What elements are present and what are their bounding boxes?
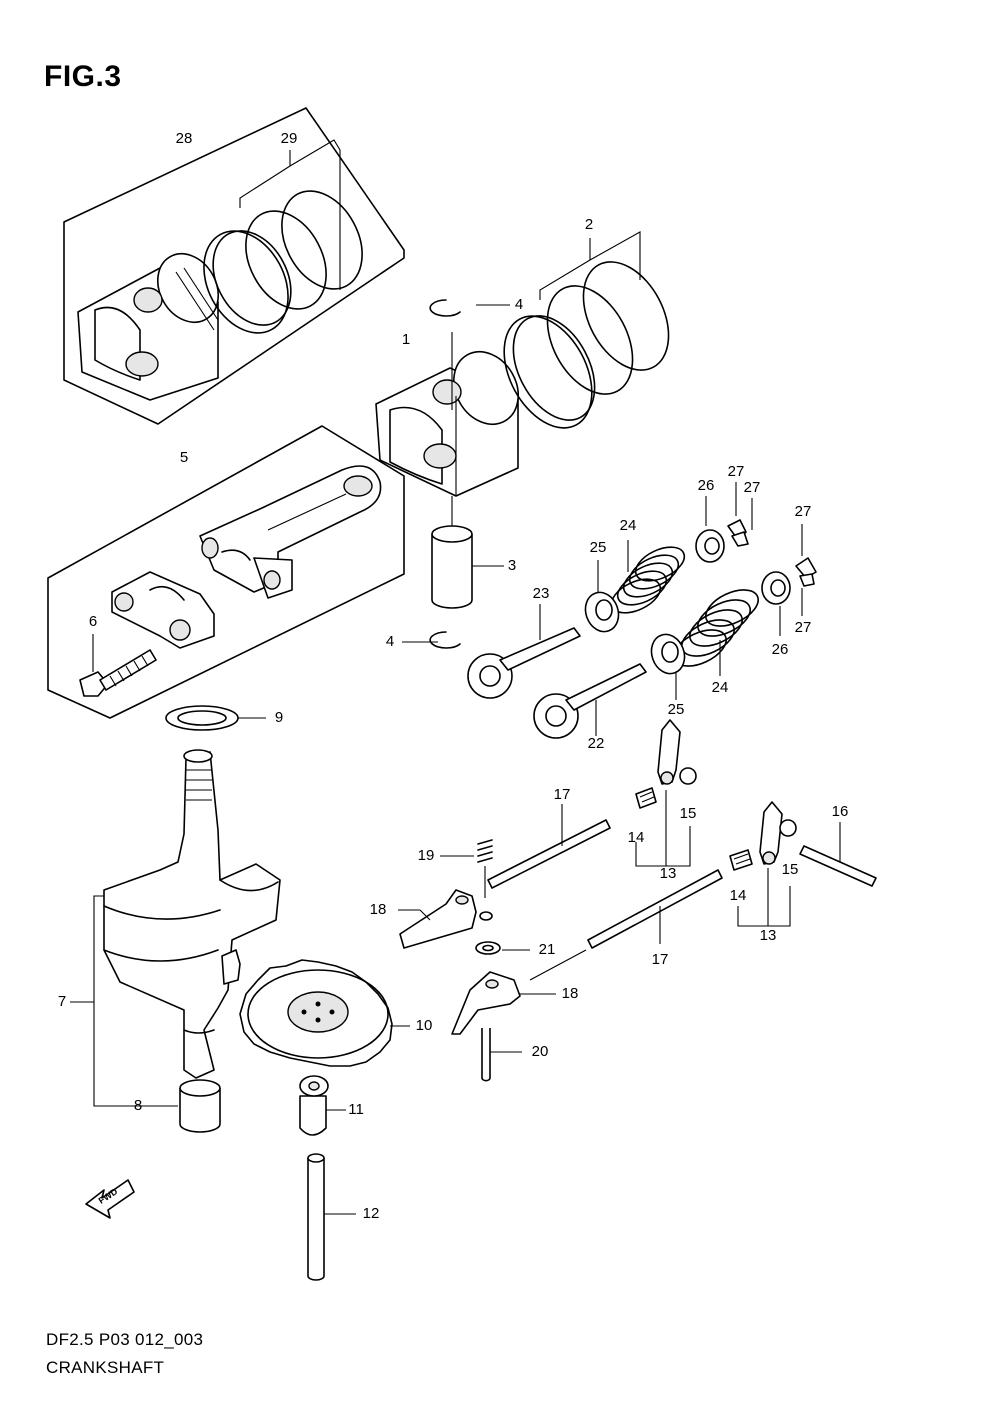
- callout-10: 10: [415, 1017, 433, 1034]
- figure-title: FIG.3: [44, 60, 122, 93]
- callout-15-upper: 15: [679, 805, 697, 822]
- callout-14-lower: 14: [729, 887, 747, 904]
- exhaust-valve: [533, 663, 647, 739]
- piston-kit-piston: [77, 253, 219, 401]
- callout-15-lower: 15: [781, 861, 799, 878]
- spring-seat-upper: [584, 560, 620, 633]
- callout-12: 12: [362, 1205, 380, 1222]
- circlip-lower: [402, 631, 461, 649]
- callout-13-lower: 13: [759, 927, 777, 944]
- cam-follower-upper: [398, 889, 493, 949]
- piston-kit-rings: [203, 139, 363, 334]
- valve-lifter-pin: [299, 1075, 346, 1136]
- spring-seat-lower: [650, 633, 686, 700]
- rocker-shaft: [799, 822, 877, 887]
- callout-4-lower: 4: [385, 633, 395, 650]
- drawing-code: DF2.5 P03 012_003: [46, 1330, 204, 1349]
- push-rod-lower: [587, 869, 723, 949]
- callout-24-lower: 24: [711, 679, 729, 696]
- callout-2: 2: [584, 216, 594, 233]
- callout-27-d: 27: [794, 619, 812, 636]
- push-rod-upper: [487, 804, 611, 889]
- valve-cotters: [727, 482, 817, 616]
- callout-9: 9: [274, 709, 284, 726]
- callout-27-a: 27: [727, 463, 745, 480]
- circlip-upper: [429, 299, 510, 317]
- callout-4-upper: 4: [514, 296, 524, 313]
- callout-16: 16: [831, 803, 849, 820]
- callout-28: 28: [175, 130, 193, 147]
- callout-18-lower: 18: [561, 985, 579, 1002]
- fwd-arrow-icon: [85, 1179, 135, 1219]
- rocker-arm-a: [635, 719, 697, 867]
- piston-kit-box: [63, 107, 405, 425]
- callout-13-upper: 13: [659, 865, 677, 882]
- conrod-kit-box: [47, 425, 405, 719]
- connecting-rod: [199, 465, 382, 599]
- tappet-spring: [440, 839, 493, 898]
- camshaft-gear: [239, 959, 410, 1067]
- crank-callout-bracket: [70, 895, 178, 1107]
- callout-7: 7: [57, 993, 67, 1010]
- callout-17-lower: 17: [651, 951, 669, 968]
- figure-name: CRANKSHAFT: [46, 1358, 165, 1377]
- callout-21: 21: [538, 941, 556, 958]
- spring-retainer-lower: [761, 571, 791, 636]
- connecting-rod-cap: [111, 571, 215, 649]
- callout-27-c: 27: [794, 503, 812, 520]
- callout-29: 29: [280, 130, 298, 147]
- callout-11: 11: [348, 1101, 364, 1118]
- rocker-arm-b: [729, 801, 797, 927]
- cam-follower-lower: [451, 949, 587, 1035]
- callout-5: 5: [179, 449, 189, 466]
- crankshaft: [103, 749, 281, 1079]
- spring-retainer-upper: [695, 496, 725, 563]
- callout-26-lower: 26: [771, 641, 789, 658]
- callout-1: 1: [401, 331, 411, 348]
- callout-18-upper: 18: [369, 901, 387, 918]
- callout-22: 22: [587, 735, 605, 752]
- thrust-washer: [165, 705, 266, 731]
- callout-20: 20: [531, 1043, 549, 1060]
- tappet-pin: [481, 1028, 522, 1082]
- conrod-bolt: [79, 634, 157, 697]
- callout-6: 6: [88, 613, 98, 630]
- callout-25-lower: 25: [667, 701, 685, 718]
- cam-shaft-pin: [307, 1153, 356, 1281]
- callout-24-upper: 24: [619, 517, 637, 534]
- callout-14-upper: 14: [627, 829, 645, 846]
- callout-26-upper: 26: [697, 477, 715, 494]
- piston-pin: [431, 332, 504, 609]
- callout-23: 23: [532, 585, 550, 602]
- bushing: [179, 1079, 221, 1133]
- callout-19: 19: [417, 847, 435, 864]
- callout-8: 8: [133, 1097, 143, 1114]
- intake-valve: [467, 604, 581, 699]
- callout-27-b: 27: [743, 479, 761, 496]
- callout-17-upper: 17: [553, 786, 571, 803]
- callout-3: 3: [507, 557, 517, 574]
- callout-25-upper: 25: [589, 539, 607, 556]
- tappet-washer: [475, 941, 530, 955]
- piston-rings: [503, 231, 670, 429]
- valve-spring-upper: [610, 540, 686, 614]
- piston: [375, 351, 519, 497]
